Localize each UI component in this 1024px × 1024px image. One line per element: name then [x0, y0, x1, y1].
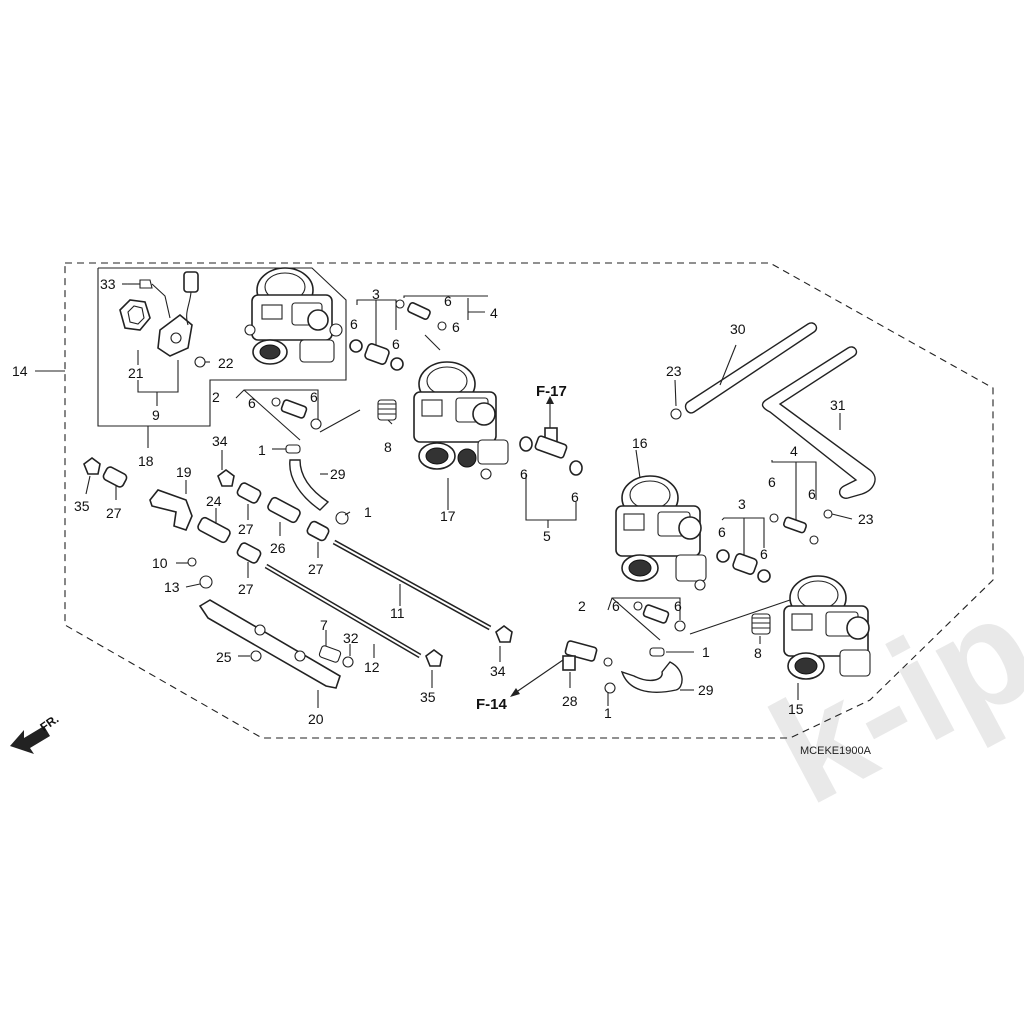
spring-8-right — [751, 613, 771, 635]
carburetor-17 — [413, 361, 509, 480]
label-11: 11 — [390, 605, 405, 621]
label-27-d: 27 — [238, 581, 254, 597]
label-35-left: 35 — [74, 498, 90, 514]
label-23-top: 23 — [666, 363, 682, 379]
label-6-m: 6 — [612, 598, 620, 614]
spring-8-left — [377, 399, 397, 421]
label-31: 31 — [830, 397, 846, 413]
label-17: 17 — [440, 508, 456, 524]
label-6-n: 6 — [674, 598, 682, 614]
label-6-f: 6 — [452, 319, 460, 335]
t-joint-28 — [510, 640, 613, 697]
bracket-19 — [149, 489, 193, 531]
label-1-a: 1 — [258, 442, 266, 458]
label-33: 33 — [100, 276, 116, 292]
label-6-b: 6 — [310, 389, 318, 405]
label-27-a: 27 — [106, 505, 122, 521]
label-9: 9 — [152, 407, 160, 423]
label-34-left: 34 — [212, 433, 228, 449]
label-22: 22 — [218, 355, 234, 371]
carburetor-15 — [783, 575, 871, 680]
label-27-c: 27 — [308, 561, 324, 577]
label-23-bottom: 23 — [858, 511, 874, 527]
label-4-left: 4 — [490, 305, 498, 321]
front-direction-arrow — [10, 726, 50, 754]
label-19: 19 — [176, 464, 192, 480]
label-6-h: 6 — [571, 489, 579, 505]
label-2-right: 2 — [578, 598, 586, 614]
ref-f17: F-17 — [536, 383, 567, 400]
label-27-b: 27 — [238, 521, 254, 537]
label-1-d: 1 — [604, 705, 612, 721]
label-6-c: 6 — [350, 316, 358, 332]
rod-12 — [264, 563, 422, 659]
label-8-left: 8 — [384, 439, 392, 455]
label-13: 13 — [164, 579, 180, 595]
label-6-k: 6 — [718, 524, 726, 540]
small-fittings — [83, 457, 513, 667]
label-18: 18 — [138, 453, 154, 469]
rod-11 — [332, 511, 492, 631]
t-joint-5 — [519, 396, 583, 528]
label-1-c: 1 — [702, 644, 710, 660]
label-6-i: 6 — [768, 474, 776, 490]
label-6-a: 6 — [248, 395, 256, 411]
label-28: 28 — [562, 693, 578, 709]
label-25: 25 — [216, 649, 232, 665]
label-8-right: 8 — [754, 645, 762, 661]
label-10: 10 — [152, 555, 168, 571]
label-5: 5 — [543, 528, 551, 544]
label-6-d: 6 — [392, 336, 400, 352]
label-6-l: 6 — [760, 546, 768, 562]
part-number-labels: 14 33 21 22 9 18 2 6 6 34 1 29 1 3 6 6 6… — [12, 276, 874, 757]
hose-30 — [670, 322, 818, 420]
leader-lines — [85, 283, 853, 708]
label-12: 12 — [364, 659, 380, 675]
carburetor-top-left — [244, 267, 343, 365]
label-1-b: 1 — [364, 504, 372, 520]
label-29-right: 29 — [698, 682, 714, 698]
o-ring — [349, 339, 363, 353]
label-34-right: 34 — [490, 663, 506, 679]
label-32: 32 — [343, 630, 359, 646]
label-15: 15 — [788, 701, 804, 717]
watermark: k-ip — [745, 562, 1024, 836]
label-26: 26 — [270, 540, 286, 556]
diagram-code: MCEKE1900A — [800, 745, 872, 757]
linkage-bar-20 — [198, 599, 341, 689]
label-24: 24 — [206, 493, 222, 509]
label-6-g: 6 — [520, 466, 528, 482]
label-3-left: 3 — [372, 286, 380, 302]
label-2-left: 2 — [212, 389, 220, 405]
label-14: 14 — [12, 363, 28, 379]
carburetor-16 — [615, 475, 707, 591]
label-30: 30 — [730, 321, 746, 337]
hose-31 — [761, 346, 876, 519]
label-21: 21 — [128, 365, 144, 381]
label-29-left: 29 — [330, 466, 346, 482]
label-6-j: 6 — [808, 486, 816, 502]
assembly-boundary — [64, 262, 994, 739]
label-6-e: 6 — [444, 293, 452, 309]
label-3-right: 3 — [738, 496, 746, 512]
label-4-right: 4 — [790, 443, 798, 459]
bracket-18 — [97, 267, 347, 427]
label-35-right: 35 — [420, 689, 436, 705]
label-16: 16 — [632, 435, 648, 451]
bracket-9 — [137, 360, 179, 393]
label-20: 20 — [308, 711, 324, 727]
label-7: 7 — [320, 617, 328, 633]
throttle-sensor-group — [119, 271, 206, 368]
ref-f14: F-14 — [476, 696, 508, 713]
